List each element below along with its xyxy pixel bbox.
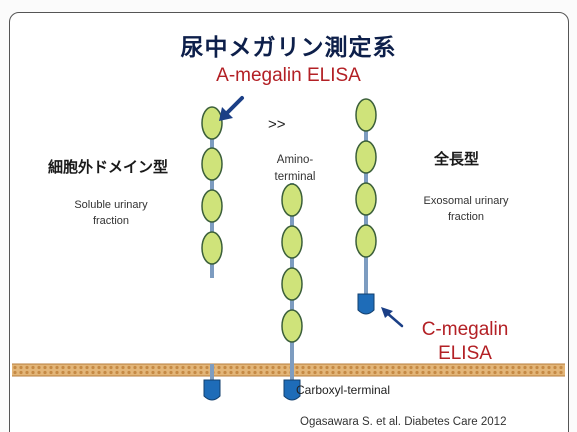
exosomal-fraction-label: Exosomal urinary fraction (402, 193, 530, 225)
ligand-domain (282, 184, 302, 216)
cytoplasmic-tail (204, 380, 220, 400)
cytoplasmic-tail (358, 294, 374, 314)
ectodomain-type-title: 細胞外ドメイン型 (48, 156, 168, 177)
carboxyl-terminal-label: Carboxyl-terminal (296, 383, 390, 397)
a-megalin-elisa-label: A-megalin ELISA (0, 65, 577, 87)
amino-terminal-label: Amino- terminal (262, 152, 328, 186)
ligand-domain (202, 232, 222, 264)
ligand-domain (202, 190, 222, 222)
ligand-domain (202, 107, 222, 139)
slide-title: 尿中メガリン測定系 (0, 28, 577, 62)
ligand-domain (202, 148, 222, 180)
citation: Ogasawara S. et al. Diabetes Care 2012 (300, 416, 506, 428)
c-megalin-elisa-label: C-megalin ELISA (410, 318, 520, 366)
ligand-domain (356, 141, 376, 173)
greater-than-symbol: >> (268, 116, 286, 133)
ligand-domain (282, 226, 302, 258)
full-length-type-title: 全長型 (434, 148, 479, 169)
soluble-megalin-molecule (202, 107, 222, 278)
soluble-fraction-label: Soluble urinary fraction (52, 197, 170, 229)
ligand-domain (356, 99, 376, 131)
arrow-down-left-icon (219, 98, 242, 121)
arrow-up-left-icon (381, 307, 402, 326)
full-length-megalin-molecule (356, 99, 376, 314)
ligand-domain (356, 183, 376, 215)
ligand-domain (282, 310, 302, 342)
ligand-domain (356, 225, 376, 257)
ligand-domain (282, 268, 302, 300)
